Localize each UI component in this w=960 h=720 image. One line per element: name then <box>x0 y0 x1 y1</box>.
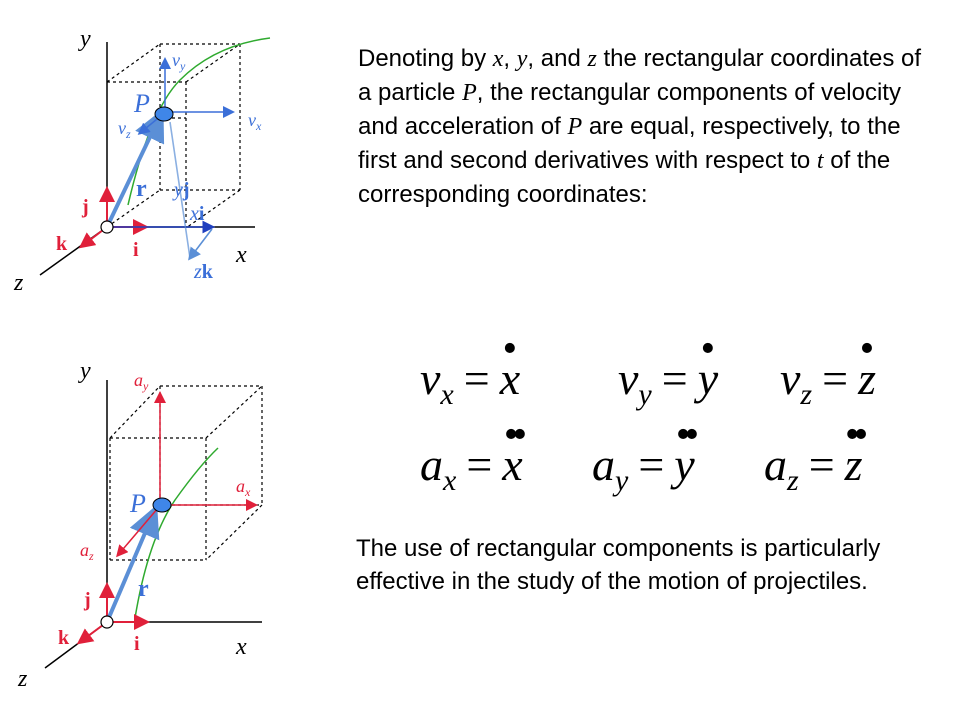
label-vx: vx <box>248 110 262 133</box>
axis-label-z: z <box>17 666 28 692</box>
origin-point <box>100 220 114 234</box>
coordinate-box <box>109 385 263 561</box>
label-P: P <box>129 489 146 518</box>
label-zk: zk <box>193 261 214 283</box>
axis-label-y: y <box>78 26 91 52</box>
component-yj <box>169 121 191 259</box>
label-ax: ax <box>236 476 251 499</box>
label-vz: vz <box>118 118 131 141</box>
label-j: j <box>83 589 91 611</box>
label-k: k <box>56 233 68 255</box>
origin-point <box>100 615 114 629</box>
particle-p <box>154 106 174 122</box>
velocity-diagram: y x z j k i P r vy vx vz yj xi zk <box>13 26 271 296</box>
trajectory-curve <box>134 447 219 619</box>
acceleration-az <box>116 507 159 558</box>
axis-label-x: x <box>235 634 247 660</box>
intro-paragraph: Denoting by x, y, and z the rectangular … <box>358 45 922 208</box>
label-i: i <box>134 633 140 655</box>
equation-ax: ax=x <box>420 440 523 498</box>
label-r: r <box>136 176 147 202</box>
position-vector-r <box>105 108 165 228</box>
label-k: k <box>58 627 70 649</box>
axis-label-x: x <box>235 242 247 268</box>
label-i: i <box>133 239 139 261</box>
axis-label-z: z <box>13 270 24 296</box>
label-vy: vy <box>172 50 186 73</box>
label-ay: ay <box>134 370 149 393</box>
label-xi: xi <box>189 203 205 225</box>
acceleration-diagram: y x z j k i P r ay ax az <box>17 358 263 692</box>
position-vector-r <box>105 504 160 623</box>
label-az: az <box>80 540 94 563</box>
component-zk <box>188 228 213 261</box>
label-r: r <box>138 576 149 602</box>
outro-paragraph: The use of rectangular components is par… <box>356 535 881 595</box>
label-yj: yj <box>172 179 190 201</box>
label-j: j <box>81 196 89 218</box>
equation-az: az=z <box>764 440 863 498</box>
equation-ay: ay=y <box>592 440 695 498</box>
axis-label-y: y <box>78 358 91 384</box>
label-P: P <box>133 89 150 118</box>
particle-p <box>152 497 172 513</box>
equation-vz: vz=z <box>780 354 876 412</box>
equation-vy: vy=y <box>618 354 718 412</box>
equation-vx: vx=x <box>420 354 520 412</box>
